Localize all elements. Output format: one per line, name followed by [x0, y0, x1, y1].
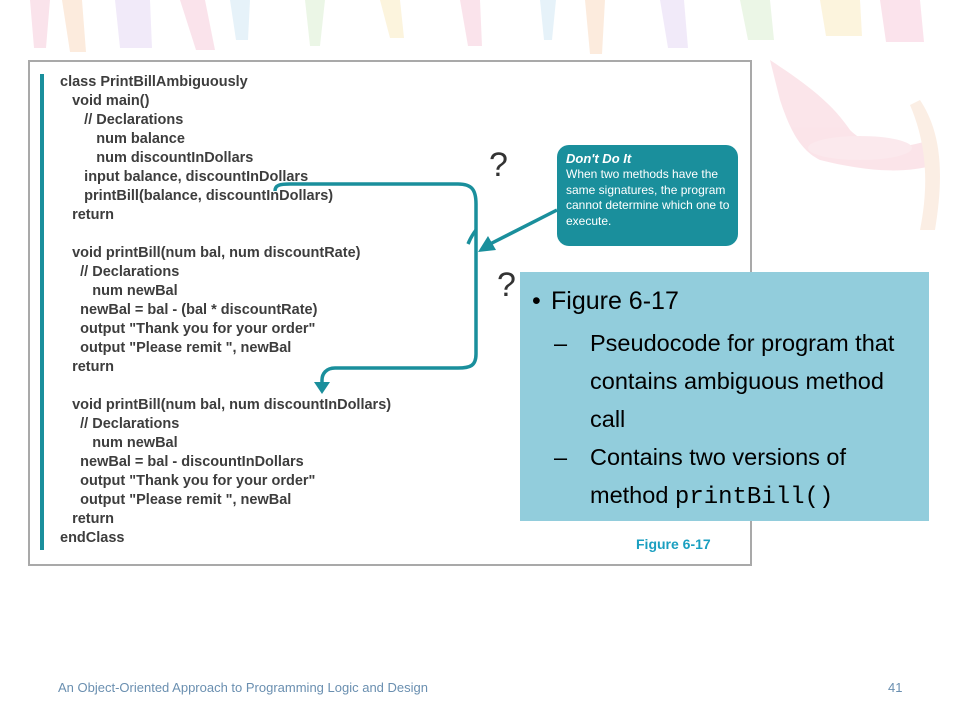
- code-left-rule: [40, 74, 44, 550]
- code-line: num newBal: [60, 283, 178, 299]
- arrow-head-lower: [314, 382, 330, 394]
- callout-body: When two methods have the same signature…: [566, 167, 730, 228]
- dont-do-it-callout: Don't Do It When two methods have the sa…: [557, 145, 738, 246]
- sub-bullet-2-text: Contains two versions of method: [590, 444, 847, 508]
- bullet-main-text: Figure 6-17: [551, 287, 679, 315]
- code-line: newBal = bal - discountInDollars: [60, 454, 304, 470]
- code-line: return: [60, 511, 114, 527]
- call-arrow-path: [273, 182, 478, 384]
- code-line: num discountInDollars: [60, 150, 254, 166]
- code-line: void printBill(num bal, num discountRate…: [60, 245, 361, 261]
- code-line: output "Please remit ", newBal: [60, 340, 292, 356]
- question-mark-lower: ?: [497, 266, 516, 304]
- pseudocode-listing: class PrintBillAmbiguously void main() /…: [60, 73, 391, 548]
- code-line: // Declarations: [60, 264, 180, 280]
- code-line: output "Thank you for your order": [60, 321, 316, 337]
- sub-bullet-1-text: Pseudocode for program that contains amb…: [590, 330, 895, 432]
- figure-caption: Figure 6-17: [636, 536, 711, 552]
- arrow-to-first-printbill: [466, 228, 478, 245]
- sub-bullet-2: – Contains two versions of method printB…: [532, 438, 919, 517]
- code-line: output "Please remit ", newBal: [60, 492, 292, 508]
- code-line: newBal = bal - (bal * discountRate): [60, 302, 318, 318]
- footer-book-title: An Object-Oriented Approach to Programmi…: [58, 680, 428, 695]
- code-line: printBill(balance, discountInDollars): [60, 188, 334, 204]
- sub-bullet-1: – Pseudocode for program that contains a…: [532, 324, 919, 438]
- code-line: num balance: [60, 131, 185, 147]
- question-mark-upper: ?: [489, 146, 508, 184]
- callout-pointer-line: [489, 208, 558, 246]
- code-line: return: [60, 207, 114, 223]
- code-line: endClass: [60, 530, 125, 546]
- arrow-head-upper: [478, 236, 496, 252]
- callout-title: Don't Do It: [566, 151, 632, 166]
- code-line: void printBill(num bal, num discountInDo…: [60, 397, 392, 413]
- footer-page-number: 41: [888, 680, 903, 695]
- code-line: input balance, discountInDollars: [60, 169, 309, 185]
- code-line: // Declarations: [60, 112, 184, 128]
- dash-icon: –: [554, 444, 568, 470]
- code-line: return: [60, 359, 114, 375]
- dash-icon: –: [554, 330, 568, 356]
- bullet-main-item: • Figure 6-17: [532, 286, 919, 316]
- code-line: // Declarations: [60, 416, 180, 432]
- code-line: num newBal: [60, 435, 178, 451]
- method-name-code: printBill(): [674, 484, 834, 511]
- code-line: class PrintBillAmbiguously: [60, 74, 248, 90]
- code-line: void main(): [60, 93, 150, 109]
- summary-bullet-box: • Figure 6-17 – Pseudocode for program t…: [520, 272, 929, 521]
- code-line: output "Thank you for your order": [60, 473, 316, 489]
- bullet-dot-icon: •: [532, 287, 541, 315]
